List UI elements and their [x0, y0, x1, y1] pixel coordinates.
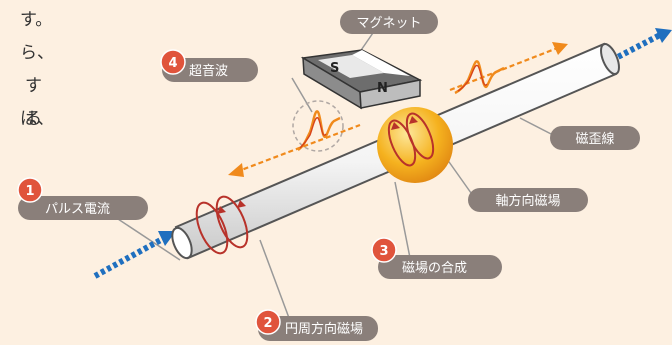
wave-arrow-left: [228, 123, 361, 177]
dotted-arrow-icon: [655, 28, 672, 43]
label-magnet: マグネット: [340, 10, 438, 34]
label-pulse-current-text: パルス電流: [45, 202, 110, 217]
label-axial-field-text: 軸方向磁場: [495, 193, 560, 209]
label-circumferential-num: 2: [263, 316, 272, 331]
wave-pulse-icon: [297, 110, 341, 151]
label-circumferential-field: 2 円周方向磁場: [255, 309, 378, 341]
circular-arrow-icon: [237, 200, 246, 208]
wave-arrow-right: [449, 42, 568, 92]
label-combined-field: 3 磁場の合成: [371, 237, 502, 279]
text-fragment-3: する: [25, 76, 42, 129]
magnet: S N: [300, 49, 423, 110]
label-wire-text: 磁歪線: [575, 131, 614, 147]
label-pulse-current: 1 パルス電流: [17, 177, 148, 220]
label-ultrasonic: 4 超音波: [160, 49, 258, 82]
label-circumferential-text: 円周方向磁場: [285, 321, 363, 337]
label-ultrasonic-text: 超音波: [189, 63, 228, 79]
circumferential-field-loops: [195, 195, 249, 255]
leader-combined: [394, 181, 413, 269]
label-axial-field: 軸方向磁場: [468, 188, 588, 212]
leader-circumferential: [259, 239, 293, 327]
magnet-south-pole: S: [330, 61, 339, 76]
label-combined-num: 3: [379, 244, 388, 259]
wave-highlight-circle: [292, 100, 344, 152]
label-magnetostrictive-wire: 磁歪線: [550, 126, 640, 150]
circular-arrow-icon: [391, 122, 400, 130]
circular-arrow-icon: [409, 116, 418, 124]
combined-field-ball: [377, 107, 453, 183]
leader-lines: [117, 29, 556, 327]
label-pulse-current-num: 1: [25, 184, 34, 199]
circular-arrow-icon: [217, 206, 226, 214]
leader-wire: [519, 117, 556, 137]
label-ultrasonic-num: 4: [168, 56, 177, 71]
label-combined-text: 磁場の合成: [402, 261, 467, 276]
current-arrow-left: [93, 231, 176, 279]
leader-ultrasonic: [291, 77, 313, 113]
wave-pulse-icon: [299, 117, 327, 149]
label-magnet-text: マグネット: [356, 16, 421, 31]
leader-pulse: [117, 218, 181, 261]
wave-pulse-icon: [457, 64, 488, 92]
current-arrow-right: [610, 28, 672, 63]
magnet-north-pole: N: [377, 81, 388, 96]
